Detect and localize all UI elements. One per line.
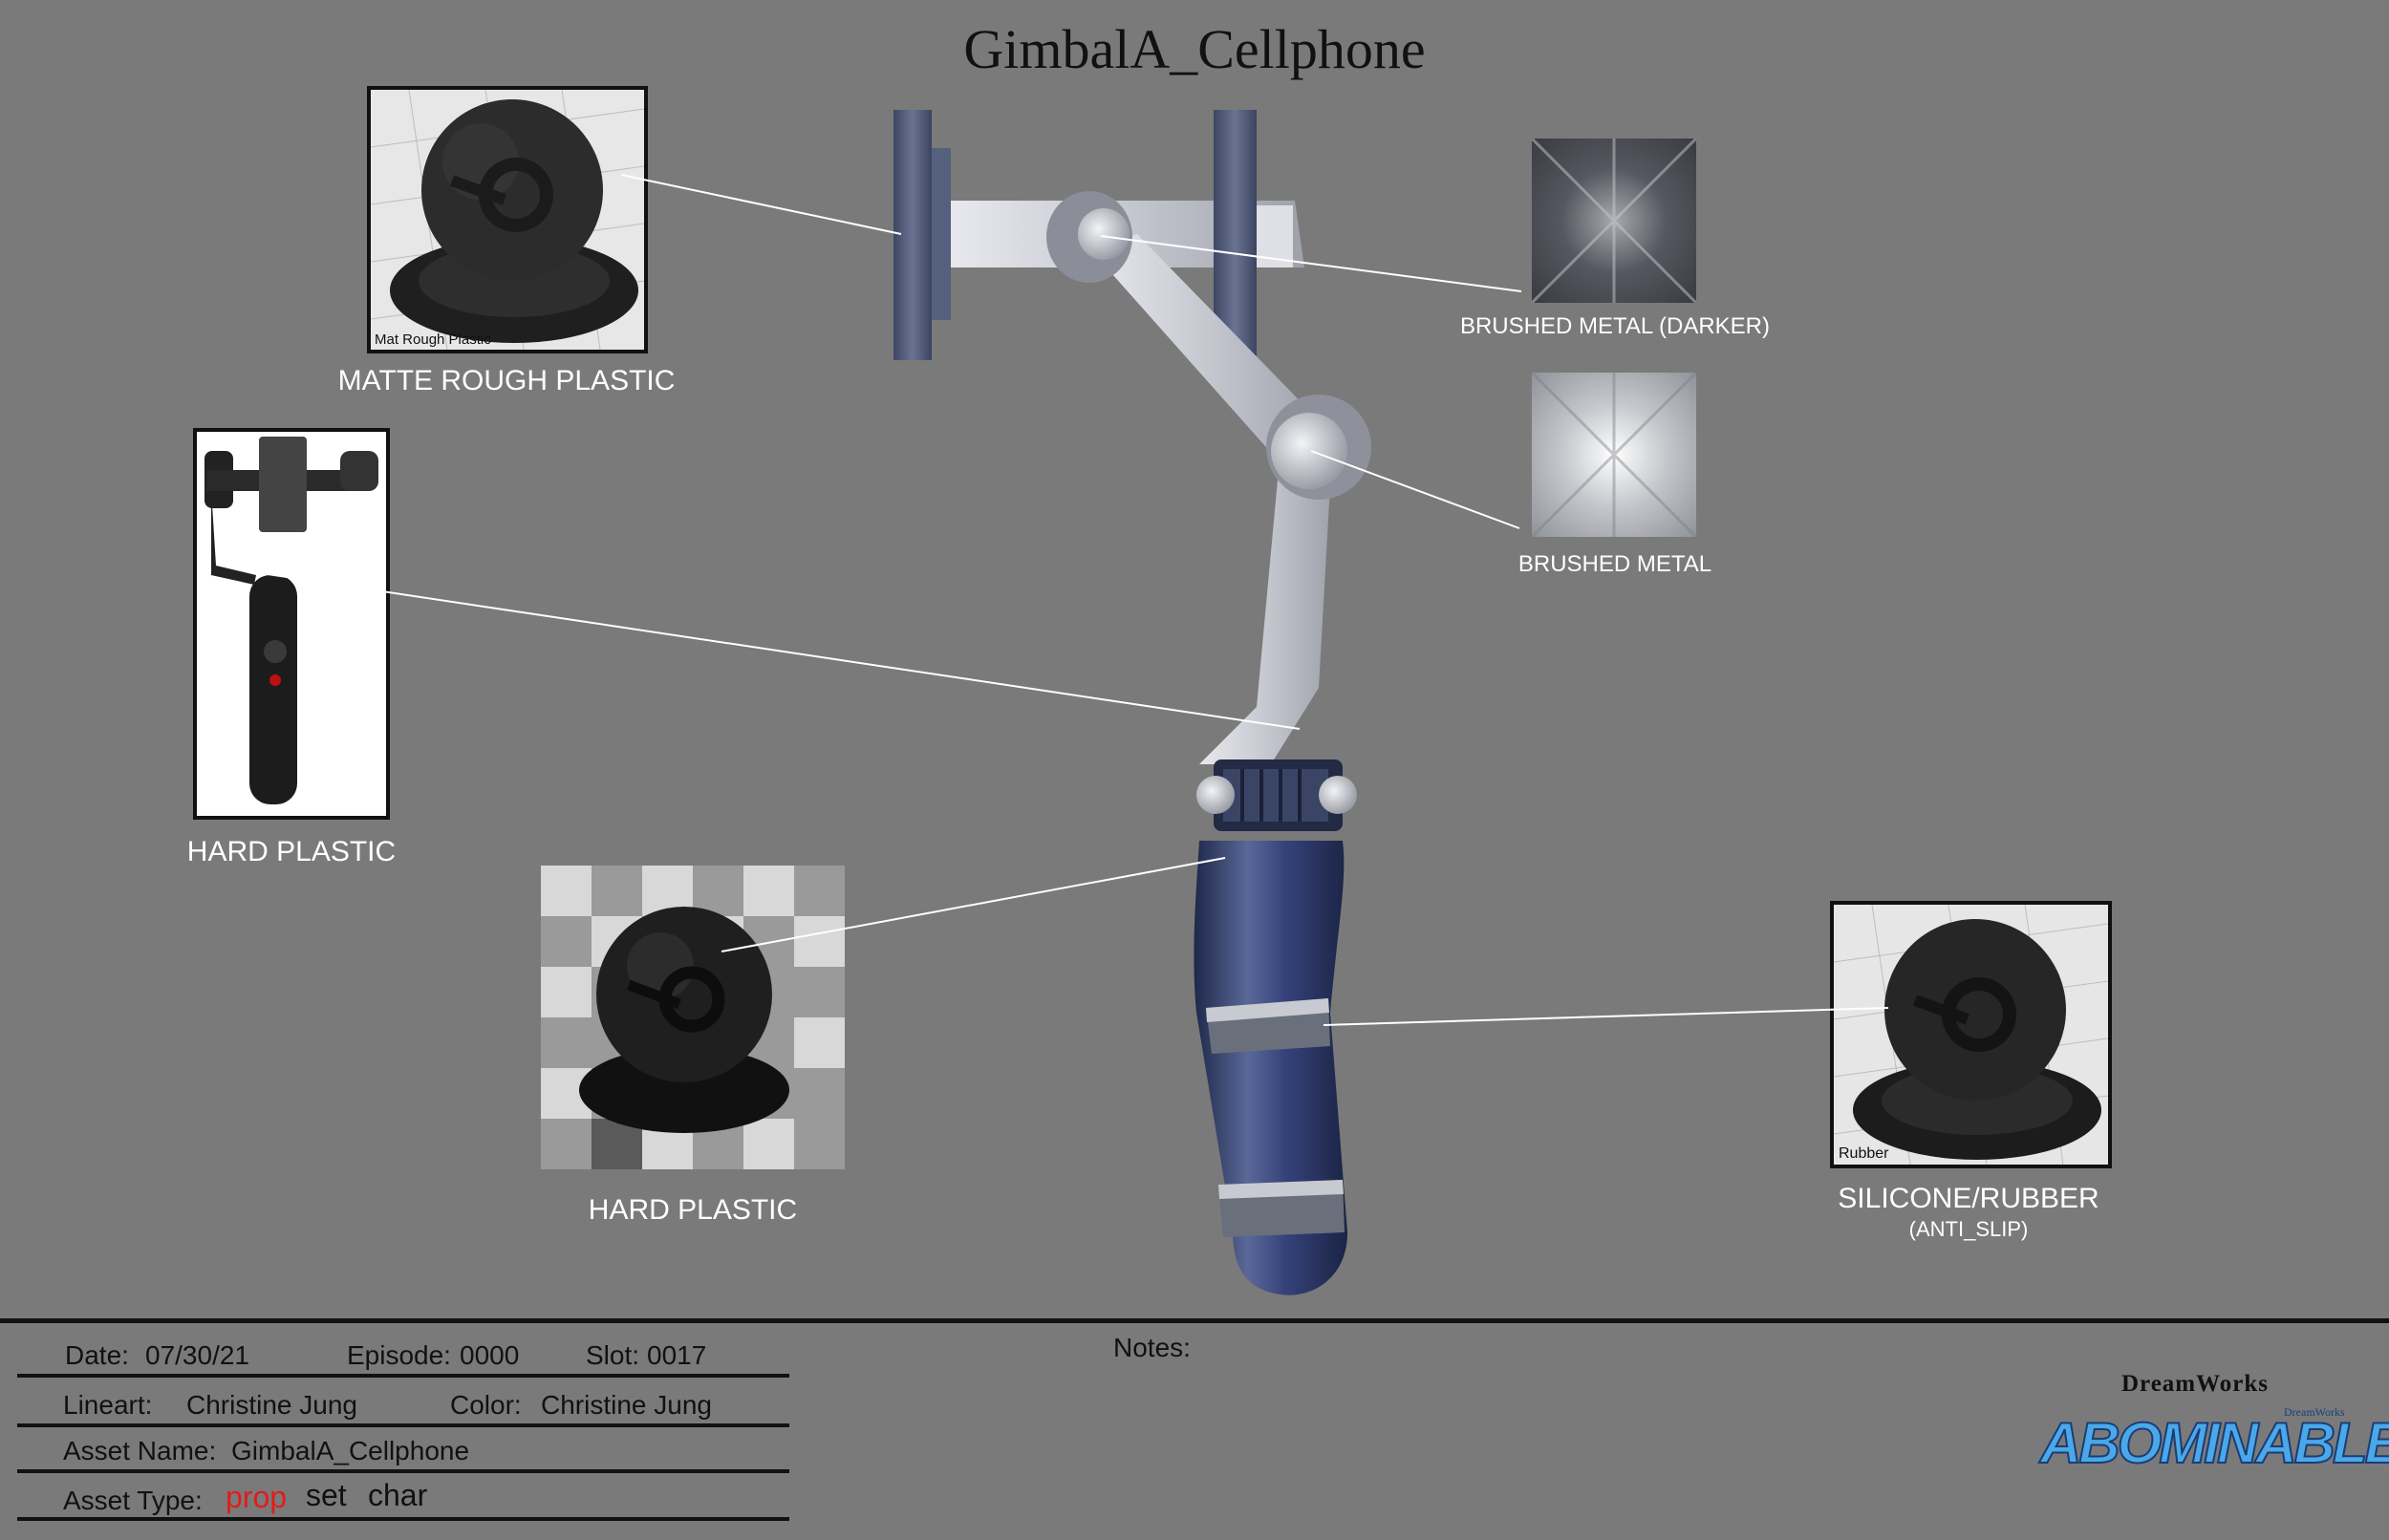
slot-label: Slot: [586,1340,640,1370]
matte-rough-plastic-label: MATTE ROUGH PLASTIC [337,365,676,396]
gimbal-photo-icon [204,437,378,804]
asset-type-set: set [306,1478,347,1512]
brushed-metal-darker-label: BRUSHED METAL (DARKER) [1459,313,1771,339]
brushed-metal-label: BRUSHED METAL [1517,551,1712,577]
silicone-rubber-sublabel: (ANTI_SLIP) [1908,1217,2029,1241]
slot-value: 0017 [647,1340,707,1370]
hard-plastic-sphere-label: HARD PLASTIC [588,1194,798,1226]
lineart-label: Lineart: [63,1390,153,1420]
date-value: 07/30/21 [145,1340,249,1370]
dreamworks-logo: DreamWorks [2121,1371,2269,1397]
asset-type-prop: prop [226,1480,288,1514]
date-label: Date: [65,1340,129,1370]
asset-type-char: char [368,1478,428,1512]
asset-type-label: Asset Type: [63,1486,203,1515]
footer-row-divider [17,1374,789,1378]
footer-row-divider [17,1423,789,1427]
hard-plastic-photo-swatch [193,428,390,820]
abominable-logo: ABOMINABLE [2039,1410,2389,1476]
vertical-arm [1199,435,1333,764]
episode-value: 0000 [460,1340,520,1370]
swatch-caption: Mat Rough Plastic [375,332,491,348]
episode-label: Episode: [347,1340,451,1370]
notes-label: Notes: [1113,1333,1191,1362]
footer-row-divider [17,1517,789,1521]
material-sphere-icon [371,90,644,350]
asset-name-value: GimbalA_Cellphone [231,1436,470,1465]
middle-knob [1271,413,1347,489]
color-value: Christine Jung [541,1390,712,1420]
footer-row-divider [17,1469,789,1473]
sheet-title: GimbalA_Cellphone [963,18,1426,80]
left-clamp [893,110,932,360]
dreamworks-small-logo: DreamWorks [2284,1405,2345,1419]
brushed-metal-darker-swatch [1532,139,1696,303]
top-knob [1078,208,1130,260]
silicone-rubber-swatch: Rubber [1830,901,2112,1168]
silicone-rubber-label: SILICONE/RUBBER [1838,1183,2099,1214]
asset-name-label: Asset Name: [63,1436,217,1465]
brushed-metal-texture [1532,373,1696,537]
brushed-metal-swatch [1532,373,1696,537]
material-sphere-icon [1834,905,2108,1165]
right-clamp [1214,110,1257,360]
lineart-value: Christine Jung [186,1390,357,1420]
swatch-caption: Rubber [1839,1145,1889,1162]
gimbal-illustration [893,110,1371,1295]
diagonal-arm [1089,234,1324,463]
brushed-metal-texture [1532,139,1696,303]
callout-lines [248,174,1889,1026]
color-label: Color: [450,1390,522,1420]
matte-rough-plastic-swatch: Mat Rough Plastic [367,86,648,353]
footer-info-block: Date: 07/30/21 Episode: 0000 Slot: 0017 … [0,1318,2389,1540]
hard-plastic-photo-label: HARD PLASTIC [186,836,397,867]
